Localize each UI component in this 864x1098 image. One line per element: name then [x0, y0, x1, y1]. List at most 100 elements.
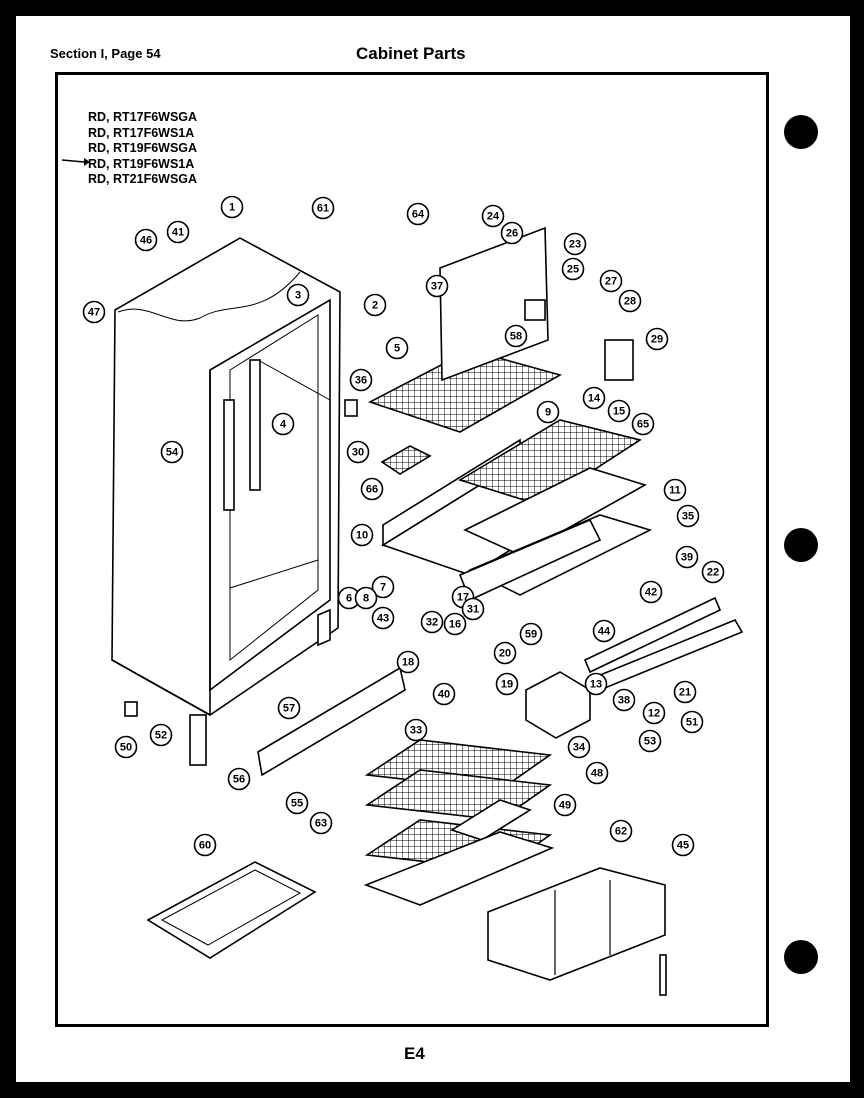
part-callout: 32	[420, 610, 444, 634]
freezer-wire-shelf	[367, 349, 563, 433]
part-callout: 56	[227, 767, 251, 791]
part-callout: 20	[493, 641, 517, 665]
part-number: 10	[356, 530, 368, 542]
part-number: 18	[402, 657, 414, 669]
part-number: 25	[567, 264, 579, 276]
part-number: 22	[707, 567, 719, 579]
divider-assembly	[381, 419, 653, 602]
part-number: 12	[648, 708, 660, 720]
stop-pin	[659, 954, 667, 996]
part-number: 37	[431, 281, 443, 293]
part-number: 53	[644, 736, 656, 748]
part-number: 30	[352, 447, 364, 459]
page-title: Cabinet Parts	[356, 44, 466, 63]
part-callout: 33	[404, 718, 428, 742]
part-number: 50	[120, 742, 132, 754]
part-callout: 41	[166, 220, 190, 244]
part-callout: 2	[363, 293, 387, 317]
part-callout: 30	[346, 440, 370, 464]
part-number: 24	[487, 211, 500, 223]
part-callout: 23	[563, 232, 587, 256]
part-callout: 7	[371, 575, 395, 599]
part-callout: 62	[609, 819, 633, 843]
part-callout: 34	[567, 735, 591, 759]
model-number: RD, RT17F6WS1A	[88, 125, 195, 140]
part-number: 1	[229, 202, 235, 214]
part-number: 47	[88, 307, 100, 319]
model-indicator-arrow	[61, 158, 90, 166]
part-callout: 59	[519, 622, 543, 646]
part-number: 20	[499, 648, 511, 660]
part-callout: 16	[443, 612, 467, 636]
part-number: 57	[283, 703, 295, 715]
part-callout: 21	[673, 680, 697, 704]
part-callout: 58	[504, 324, 528, 348]
binder-hole-bottom	[784, 940, 818, 974]
part-callout: 54	[160, 440, 184, 464]
part-number: 32	[426, 617, 438, 629]
part-number: 61	[317, 203, 329, 215]
crisper-rails	[583, 596, 744, 694]
part-number: 48	[591, 768, 603, 780]
part-number: 36	[355, 375, 367, 387]
part-number: 51	[686, 717, 698, 729]
binder-hole-top	[784, 115, 818, 149]
part-number: 40	[438, 689, 450, 701]
crisper-cover	[363, 831, 555, 906]
leveling-leg	[124, 701, 138, 717]
part-number: 23	[569, 239, 581, 251]
part-number: 45	[677, 840, 689, 852]
model-number: RD, RT17F6WSGA	[88, 110, 198, 124]
part-callout: 65	[631, 412, 655, 436]
part-callout: 53	[638, 729, 662, 753]
part-callout: 11	[663, 478, 687, 502]
meat-pan-housing	[525, 671, 591, 739]
part-number: 31	[467, 604, 479, 616]
part-callout: 5	[385, 336, 409, 360]
part-number: 34	[573, 742, 586, 754]
page-number: E4	[404, 1044, 425, 1063]
part-callout: 46	[134, 228, 158, 252]
part-number: 27	[605, 276, 617, 288]
part-callout: 50	[114, 735, 138, 759]
part-callout: 47	[82, 300, 106, 324]
part-callout: 57	[277, 696, 301, 720]
part-callout: 25	[561, 257, 585, 281]
part-number: 8	[363, 593, 369, 605]
part-number: 19	[501, 679, 513, 691]
part-number: 39	[681, 552, 693, 564]
part-callout: 1	[220, 195, 244, 219]
part-number: 65	[637, 419, 649, 431]
part-number: 35	[682, 511, 694, 523]
part-callout: 51	[680, 710, 704, 734]
part-callout: 3	[286, 283, 310, 307]
part-callout: 15	[607, 399, 631, 423]
part-callout: 52	[149, 723, 173, 747]
part-callout: 4	[271, 412, 295, 436]
part-callout: 14	[582, 386, 606, 410]
part-callout: 19	[495, 672, 519, 696]
part-number: 13	[590, 679, 602, 691]
part-callout: 64	[406, 202, 430, 226]
part-callout: 48	[585, 761, 609, 785]
part-callout: 42	[639, 580, 663, 604]
part-callout: 43	[371, 606, 395, 630]
binder-hole-middle	[784, 528, 818, 562]
part-callout: 37	[425, 274, 449, 298]
part-number: 46	[140, 235, 152, 247]
part-number: 66	[366, 484, 378, 496]
part-number: 58	[510, 331, 522, 343]
part-callout: 60	[193, 833, 217, 857]
cabinet-shell	[111, 237, 341, 766]
part-callout: 28	[618, 289, 642, 313]
part-number: 55	[291, 798, 303, 810]
part-number: 63	[315, 818, 327, 830]
front-grille	[257, 666, 406, 777]
part-callout: 13	[584, 672, 608, 696]
part-number: 26	[506, 228, 518, 240]
ice-tray	[380, 445, 432, 475]
part-number: 5	[394, 343, 400, 355]
part-number: 60	[199, 840, 211, 852]
part-callout: 27	[599, 269, 623, 293]
